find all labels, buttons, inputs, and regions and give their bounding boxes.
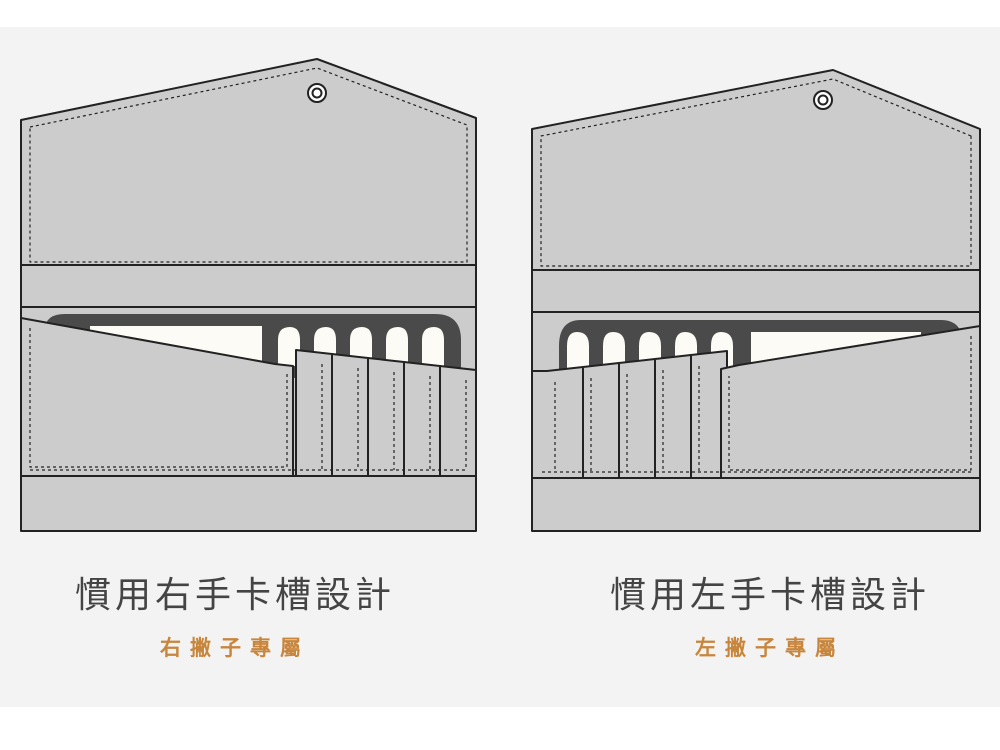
wallet-flap: [531, 69, 981, 271]
lower-band: [531, 477, 981, 532]
caption-title: 慣用左手卡槽設計: [609, 575, 930, 616]
card-slot-3: [654, 354, 692, 479]
card-slot-2: [295, 349, 333, 477]
right-hand-wallet-diagram: [20, 58, 477, 532]
flap-stitching: [540, 78, 972, 267]
caption-subtitle: 左撇子專屬: [695, 636, 845, 660]
card-slot-3: [331, 353, 369, 477]
caption-subtitle: 右撇子專屬: [160, 636, 310, 660]
upper-band: [20, 264, 477, 308]
card-slot-1: [720, 325, 981, 479]
wallet-flap: [20, 58, 477, 266]
left-hand-wallet-diagram: [531, 69, 981, 532]
right-hand-caption: 慣用右手卡槽設計 右撇子專屬: [5, 566, 465, 662]
caption-title: 慣用右手卡槽設計: [74, 575, 395, 616]
card-slot-4: [618, 358, 656, 479]
snap-button-icon: [813, 90, 833, 110]
card-slot-6: [531, 366, 584, 479]
card-slot-6: [439, 365, 477, 477]
snap-button-icon: [307, 83, 327, 103]
upper-band: [531, 269, 981, 313]
lower-band: [20, 475, 477, 532]
left-hand-caption: 慣用左手卡槽設計 左撇子專屬: [540, 566, 1000, 662]
card-slot-1: [20, 317, 294, 477]
card-slot-5: [403, 361, 441, 477]
card-slot-4: [367, 357, 405, 477]
card-slot-5: [582, 362, 620, 479]
